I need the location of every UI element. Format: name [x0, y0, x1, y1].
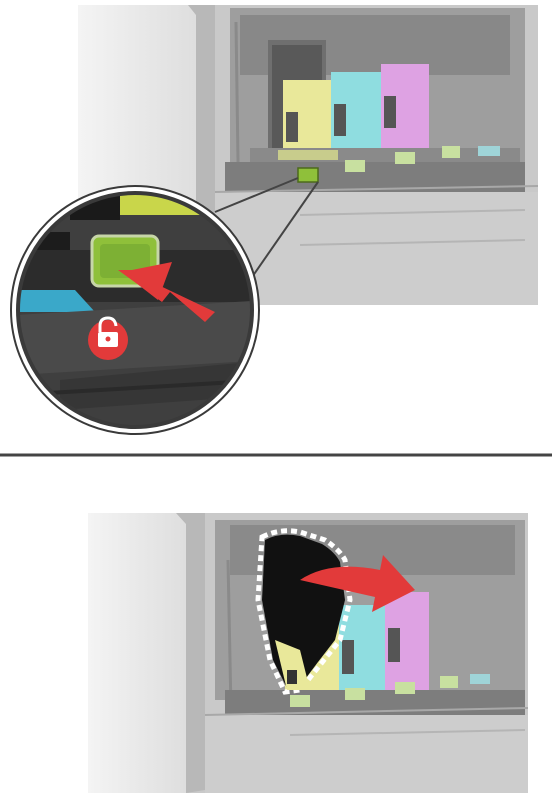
cartridge-cyan: [331, 72, 381, 160]
latch-black: [298, 168, 318, 182]
latch-magenta: [442, 146, 460, 158]
latch-cyan: [395, 152, 415, 164]
latch-yellow: [345, 160, 365, 172]
cartridge-magenta: [385, 592, 429, 695]
cartridge-magenta: [381, 64, 429, 160]
step-1-illustration: [10, 5, 538, 434]
step-2-illustration: [88, 513, 528, 793]
printer-front-panel: [88, 513, 186, 793]
